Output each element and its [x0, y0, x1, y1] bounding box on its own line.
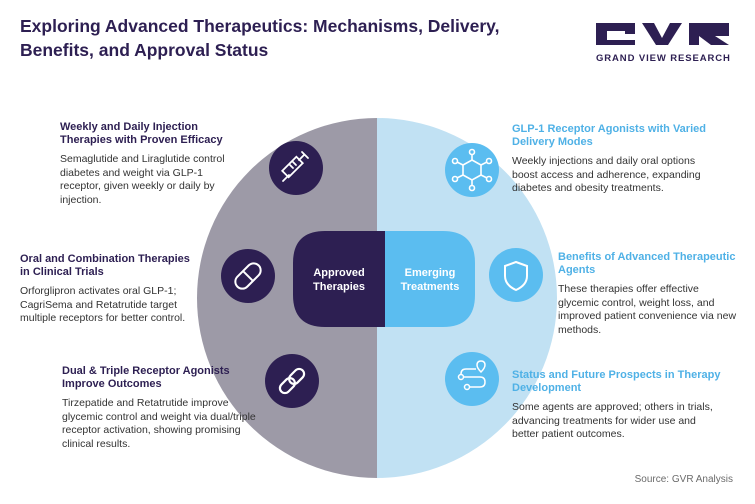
- right-block-1-title: GLP-1 Receptor Agonists with Varied Deli…: [512, 123, 706, 148]
- source-note: Source: GVR Analysis: [634, 474, 733, 485]
- syringe-icon: [269, 141, 323, 195]
- gvr-logo: GRAND VIEW RESEARCH: [595, 20, 730, 66]
- right-block-2: Benefits of Advanced Therapeutic Agents …: [558, 251, 740, 337]
- left-block-2: Oral and Combination Therapies in Clinic…: [20, 253, 200, 326]
- left-block-1: Weekly and Daily Injection Therapies wit…: [60, 121, 240, 207]
- link-icon: [265, 354, 319, 408]
- right-block-3-title: Status and Future Prospects in Therapy D…: [512, 369, 721, 394]
- logo-text: GRAND VIEW RESEARCH: [596, 53, 731, 64]
- shield-icon: [489, 248, 543, 302]
- left-block-3-title: Dual & Triple Receptor Agonists Improve …: [62, 365, 230, 390]
- molecule-icon: [445, 143, 499, 197]
- left-block-2-text: Orforglipron activates oral GLP-1; Cagri…: [20, 285, 186, 324]
- approved-therapies-pill: [293, 231, 385, 327]
- left-block-1-text: Semaglutide and Liraglutide control diab…: [60, 153, 225, 206]
- right-block-2-text: These therapies offer effective glycemic…: [558, 283, 737, 336]
- pill-icon: [221, 249, 275, 303]
- right-block-1-text: Weekly injections and daily oral options…: [512, 155, 701, 194]
- gvr-logo-mark: [596, 23, 729, 45]
- left-block-1-title: Weekly and Daily Injection Therapies wit…: [60, 121, 223, 146]
- left-block-2-title: Oral and Combination Therapies in Clinic…: [20, 253, 190, 278]
- emerging-treatments-label: Emerging Treatments: [400, 267, 460, 293]
- emerging-treatments-pill: [385, 231, 475, 327]
- right-block-1: GLP-1 Receptor Agonists with Varied Deli…: [512, 123, 722, 196]
- roadmap-icon: [445, 352, 499, 406]
- approved-half-circle: [197, 118, 377, 478]
- right-block-3: Status and Future Prospects in Therapy D…: [512, 369, 722, 442]
- left-block-3-text: Tirzepatide and Retatrutide improve glyc…: [62, 397, 256, 450]
- left-block-3: Dual & Triple Receptor Agonists Improve …: [62, 365, 262, 451]
- right-block-3-text: Some agents are approved; others in tria…: [512, 401, 713, 440]
- page-title: Exploring Advanced Therapeutics: Mechani…: [20, 16, 500, 60]
- right-block-2-title: Benefits of Advanced Therapeutic Agents: [558, 251, 736, 276]
- approved-therapies-label: Approved Therapies: [313, 267, 365, 293]
